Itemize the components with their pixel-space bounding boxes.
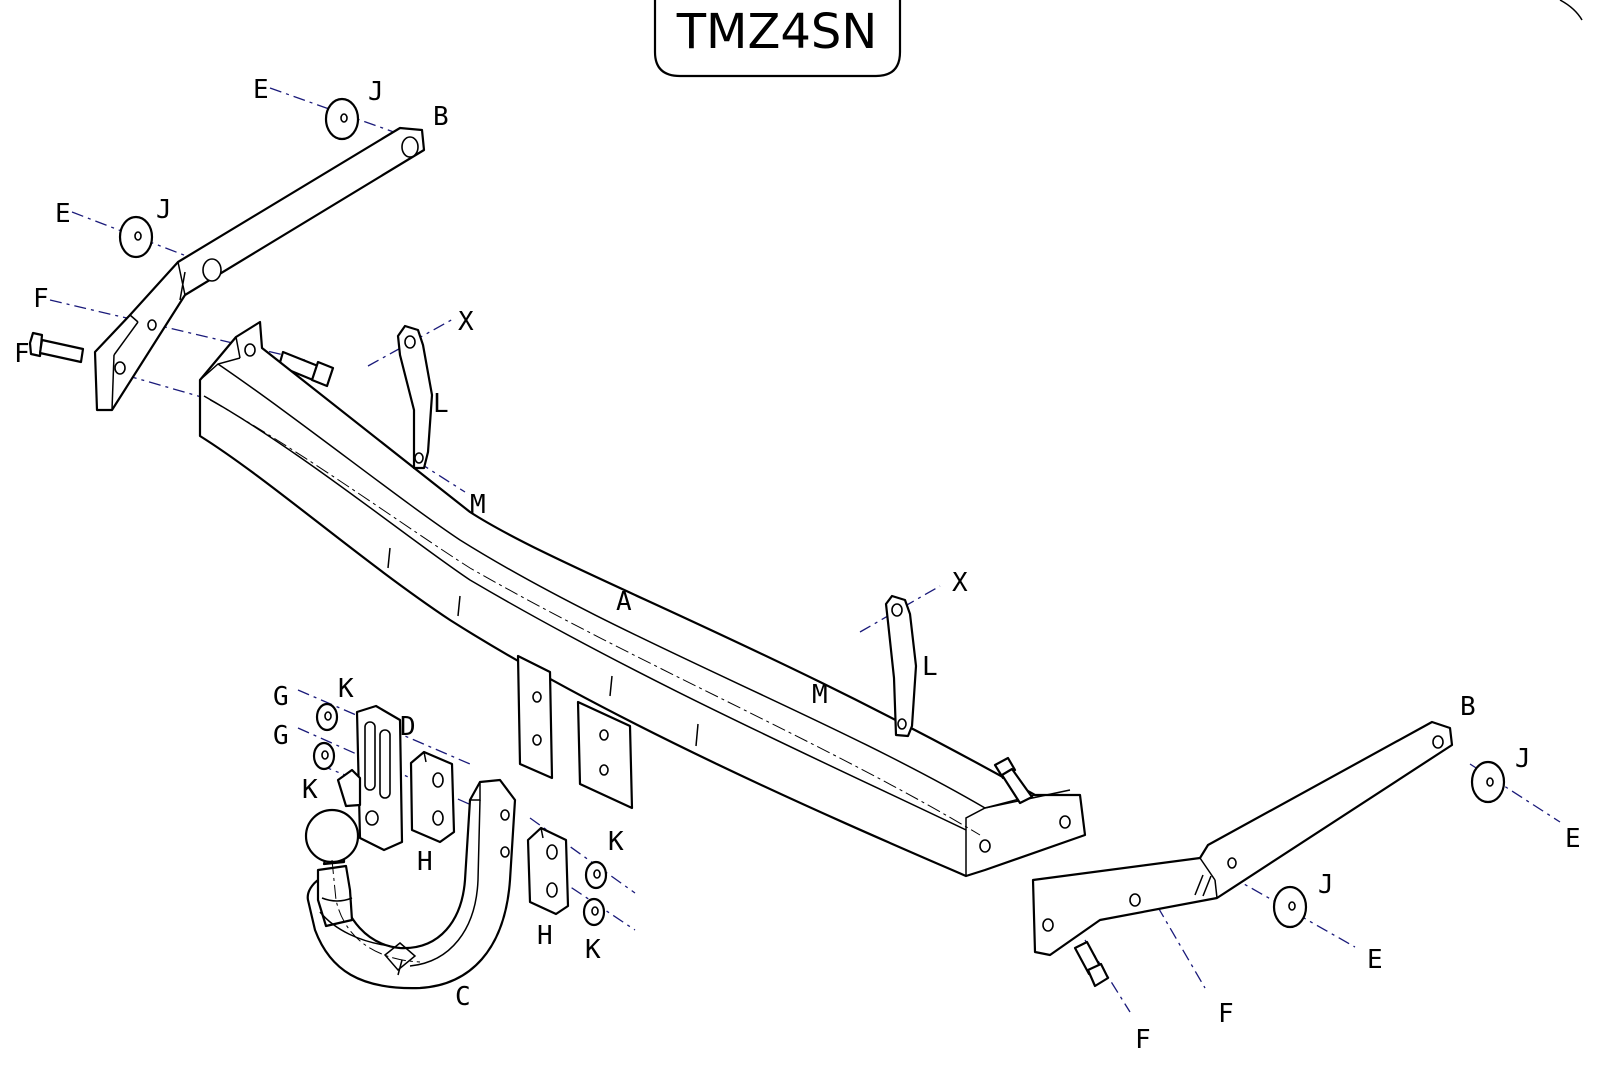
washer-k-lower: [582, 897, 606, 927]
label-j-right-lower: J: [1318, 870, 1334, 900]
label-k-right-lower: K: [585, 935, 601, 965]
label-g-upper: G: [273, 682, 289, 712]
washer-j-left-upper: [324, 97, 360, 141]
label-f-left-lower: F: [14, 339, 30, 369]
label-h-upper: H: [417, 847, 433, 877]
label-h-lower: H: [537, 921, 553, 951]
label-j-left-upper: J: [368, 77, 384, 107]
washer-g-upper: [315, 702, 339, 732]
label-f-right-lower: F: [1135, 1025, 1151, 1055]
ball-mount-plates: [516, 654, 634, 810]
label-b-right: B: [1460, 692, 1476, 722]
label-x-left: X: [458, 307, 474, 337]
bolt-f-right-lower: [1073, 940, 1110, 988]
washer-j-right-lower: [1272, 885, 1308, 929]
towball-c: [304, 778, 517, 990]
label-j-left-lower: J: [156, 195, 172, 225]
label-f-left-upper: F: [33, 284, 49, 314]
label-c: C: [455, 982, 471, 1012]
side-bracket-left-b: [93, 126, 426, 412]
label-l-left: L: [433, 389, 449, 419]
bracket-l-right: [884, 594, 918, 738]
label-e-left-upper: E: [253, 75, 269, 105]
bracket-l-left: [396, 324, 434, 470]
label-x-right: X: [952, 568, 968, 598]
label-a: A: [616, 587, 632, 617]
title-text: TMZ4SN: [676, 4, 878, 60]
washer-k-upper: [584, 860, 608, 890]
label-l-right: L: [922, 652, 938, 682]
label-m-right: M: [812, 680, 828, 710]
label-j-right-upper: J: [1515, 744, 1531, 774]
label-k-top: K: [338, 674, 354, 704]
bolt-f-right-upper: [993, 756, 1034, 805]
side-bracket-right-b: [1031, 720, 1454, 957]
washer-j-left-lower: [118, 215, 154, 259]
label-e-right-lower: E: [1367, 945, 1383, 975]
label-m-left: M: [470, 490, 486, 520]
label-e-right-upper: E: [1565, 824, 1581, 854]
label-d: D: [400, 712, 416, 742]
title-tab: TMZ4SN: [653, 0, 902, 78]
spacer-h-upper: [409, 750, 456, 844]
washer-j-right-upper: [1470, 760, 1506, 804]
label-k-left: K: [302, 775, 318, 805]
label-b-left: B: [433, 102, 449, 132]
bolt-f-left-outer: [28, 331, 85, 364]
label-k-right-upper: K: [608, 827, 624, 857]
washer-g-lower: [312, 741, 336, 771]
socket-plate-d: [336, 704, 404, 852]
part-labels: A B B C D E E E E F F F F G G H H J J J …: [14, 75, 1581, 1055]
label-e-left-lower: E: [55, 199, 71, 229]
crossbar-a: [198, 320, 1087, 878]
label-f-right-mid: F: [1218, 999, 1234, 1029]
spacer-h-lower: [526, 826, 570, 916]
label-g-lower: G: [273, 721, 289, 751]
